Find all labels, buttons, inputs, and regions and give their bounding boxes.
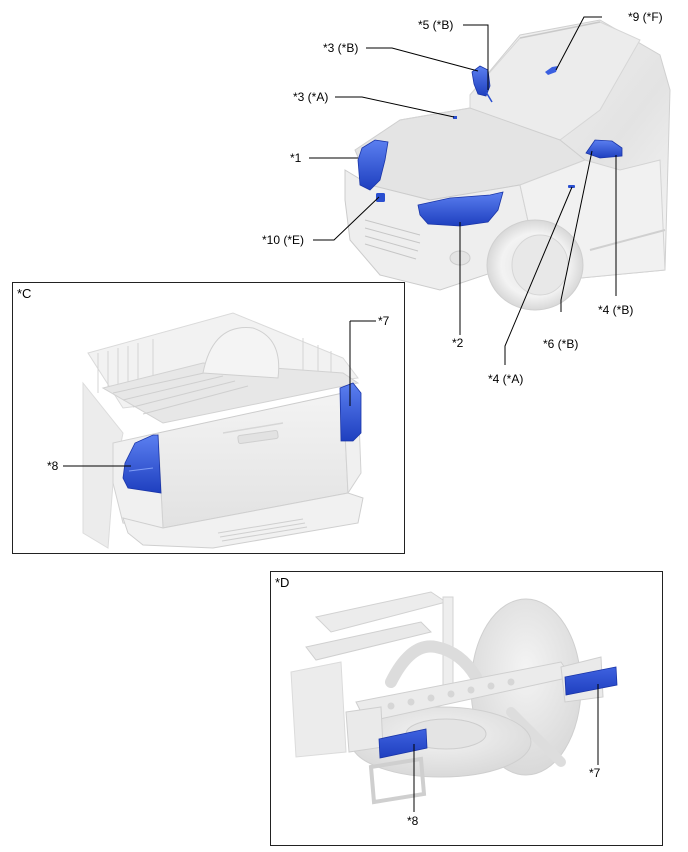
- panel-d-callout-label-8: *8: [407, 814, 419, 828]
- part-4a-side-turn: [568, 185, 575, 188]
- panel-d-callout-label-7: *7: [589, 766, 601, 780]
- part-4b-6b-outer-mirror: [585, 139, 623, 159]
- callout-label-9f: *9 (*F): [628, 10, 663, 24]
- part-9f-sensor: [545, 66, 558, 75]
- callout-label-3a: *3 (*A): [293, 90, 329, 104]
- underbody-illustration: [290, 591, 618, 812]
- panel-c-callout-label-7: *7: [378, 314, 390, 328]
- callout-label-6b: *6 (*B): [543, 337, 579, 351]
- front-vehicle-illustration: [309, 16, 671, 365]
- panel-c-title: *C: [17, 286, 32, 301]
- callout-label-10e: *10 (*E): [262, 233, 305, 247]
- part-8-tail-lamp-left: [122, 434, 162, 494]
- part-3b-5b-inner-mirror: [471, 65, 491, 97]
- callout-label-5b: *5 (*B): [418, 18, 454, 32]
- part-8-reflector-left: [378, 728, 428, 759]
- callout-label-2: *2: [452, 336, 464, 350]
- part-3a-nozzle: [453, 116, 457, 119]
- part-1-headlamp-left: [357, 139, 389, 191]
- panel-c-callout-label-8: *8: [47, 459, 59, 473]
- part-10-front-sensor: [376, 193, 385, 202]
- panel-c-rear-view: *C: [12, 282, 405, 554]
- rear-bed-illustration: [63, 312, 376, 549]
- callout-label-4a: *4 (*A): [488, 372, 524, 386]
- callout-label-3b: *3 (*B): [323, 41, 359, 55]
- part-7-tail-lamp-right: [339, 382, 362, 442]
- panel-d-underbody-view: *D: [270, 571, 663, 846]
- part-2-headlamp-right: [417, 191, 504, 227]
- part-7-reflector-right: [564, 666, 618, 696]
- callout-label-1: *1: [290, 151, 302, 165]
- panel-d-title: *D: [275, 575, 290, 590]
- callout-label-4b: *4 (*B): [598, 303, 634, 317]
